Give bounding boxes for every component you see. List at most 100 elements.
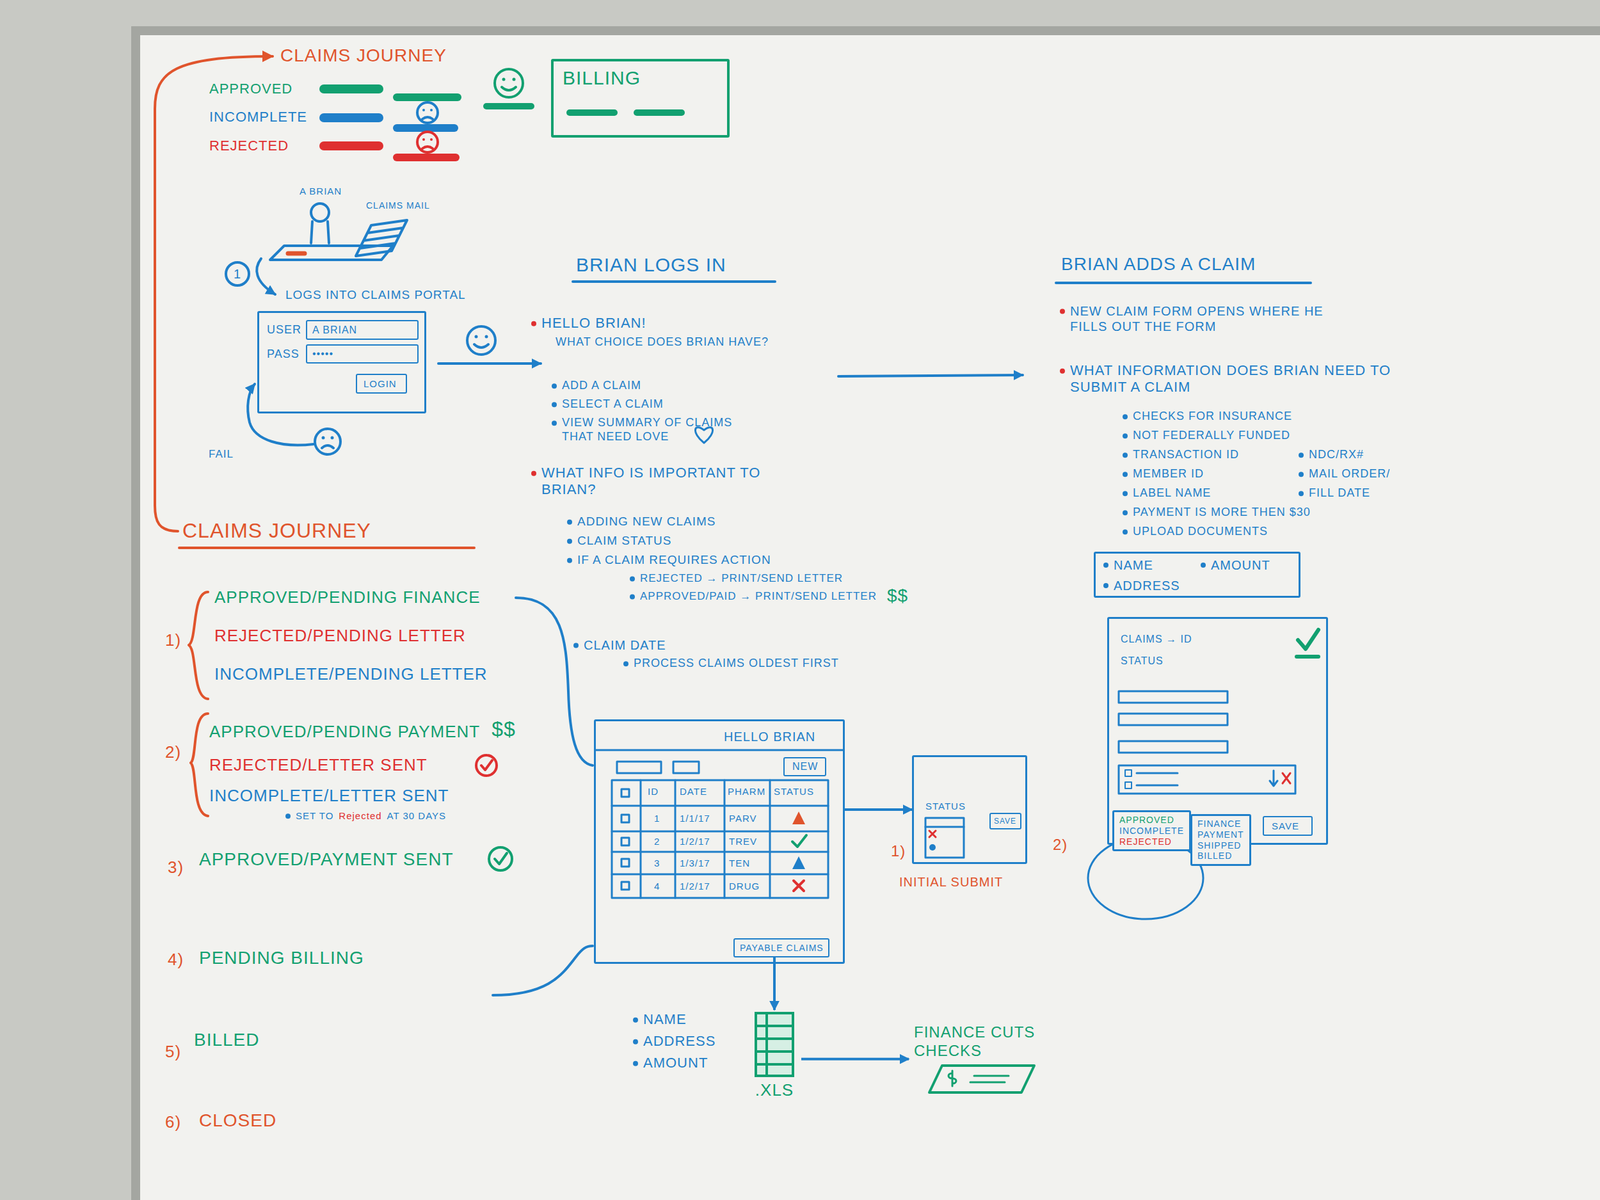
table-cell: 1 [654,812,660,825]
bullet-dot [1298,490,1304,496]
table-cell: PARV [728,812,757,825]
form-widgets [1136,773,1178,786]
node-text: STATUS [925,800,966,813]
callout-number: 2) [165,742,182,763]
face-icon [422,108,425,112]
check-circle [494,853,507,864]
bullet-dot [1122,529,1128,535]
bullet-dot [1122,510,1128,516]
form-widgets [1088,629,1319,920]
list-item: CLAIM DATE [583,637,667,653]
form-widgets [1118,765,1296,794]
table-cell: 1/3/17 [679,857,711,870]
step-text: INITIAL SUBMIT [899,874,1003,890]
fields-box: NAMEAMOUNTADDRESS [1093,551,1301,598]
bullet-dot [573,642,579,648]
callout-number: 2) [1052,835,1068,855]
new-button: NEW [783,757,827,777]
status-text: REJECTED/LETTER SENT [209,755,428,776]
node-text: BILLED [1197,850,1245,862]
bracket [188,592,208,699]
spreadsheet-file: .XLS [747,1009,802,1103]
face-icon [422,117,433,120]
node-text: BILLING [562,66,641,90]
spreadsheet-icon [755,1013,793,1076]
bullet-dot [629,576,635,582]
face-icon [430,108,433,112]
list-item: NDC/RX# [1308,448,1364,463]
bullet-dot [1059,368,1065,374]
table-header: DATE [679,785,708,798]
check-icon [919,1063,1037,1096]
list-item: REJECTED → PRINT/SEND LETTER [640,572,843,585]
node-text: FINANCE [1197,818,1245,830]
check-circle [476,755,497,776]
face-icon [474,344,489,348]
face-icon [501,87,516,91]
node-text: STATUS [1120,654,1164,667]
whiteboard [135,30,1600,1200]
billing-dashes [569,109,615,116]
person-figure [311,203,329,222]
bullet-dot [1200,562,1206,568]
bullet-dot [1059,308,1065,314]
list-item: TRANSACTION ID [1132,448,1240,463]
bullet-dot [567,538,573,544]
face-icon [314,326,496,455]
billing-dashes [569,111,682,114]
legend-text: APPROVED [209,80,312,98]
popup-dropdown [925,817,964,858]
form-widgets [1118,741,1228,753]
node-text: FINANCE CUTS CHECKS [913,1023,1041,1061]
dashboard-table [621,858,630,867]
note-text: WHAT CHOICE DOES BRIAN HAVE? [555,335,774,350]
list-item: NOT FEDERALLY FUNDED [1132,428,1291,443]
billing-dashes [636,109,682,116]
connector-arrow [844,808,912,811]
face-icon [417,102,438,123]
node-text: SAVE [1271,820,1300,832]
spreadsheet-icon [753,1011,795,1078]
form-widgets [1125,769,1132,777]
note-text: WHAT INFO IS IMPORTANT TO BRIAN? [541,464,811,499]
check-circle [481,760,493,770]
table-header: STATUS [773,785,815,798]
popup-dropdown [925,817,964,858]
face-icon [330,436,335,440]
bullet-dot [1298,452,1304,458]
bullet-dot [632,1039,639,1045]
dashboard-table [793,880,804,891]
node-text: NEW [792,760,818,773]
face-icon [502,78,506,82]
journey-loop-arrow [154,56,273,532]
face-icon [474,335,479,339]
underline [572,281,1311,283]
group-curve [492,597,593,996]
heart-icon [695,427,713,443]
dashboard-table [611,780,829,898]
status-text: INCOMPLETE/PENDING LETTER [214,664,488,685]
table-cell: TREV [728,835,758,848]
check-icon [948,1070,1009,1087]
check-circle [488,847,512,871]
bullet-dot [551,401,557,408]
list-item: IF A CLAIM REQUIRES ACTION [577,552,772,568]
spreadsheet-icon [755,1013,793,1076]
node-text: NAME [1113,557,1154,573]
node-text: LOGIN [363,378,397,390]
table-cell: 1/2/17 [679,835,711,848]
dashboard-table [611,780,829,898]
money-mark: $$ [887,584,909,607]
callout-number: 1) [165,630,182,651]
callout-number: 1 [233,266,242,282]
note-text: Rejected [338,810,382,822]
popup-dropdown [925,826,964,829]
bracket [190,713,208,816]
node-text: ADDRESS [1113,577,1181,594]
note-text: AT 30 DAYS [387,810,447,822]
table-cell: 1/1/17 [679,812,711,825]
annotation: FAIL [208,448,234,461]
bracket [188,592,208,816]
node-text: HELLO BRIAN [723,728,816,745]
step-text: LOGS INTO CLAIMS PORTAL [285,288,466,303]
